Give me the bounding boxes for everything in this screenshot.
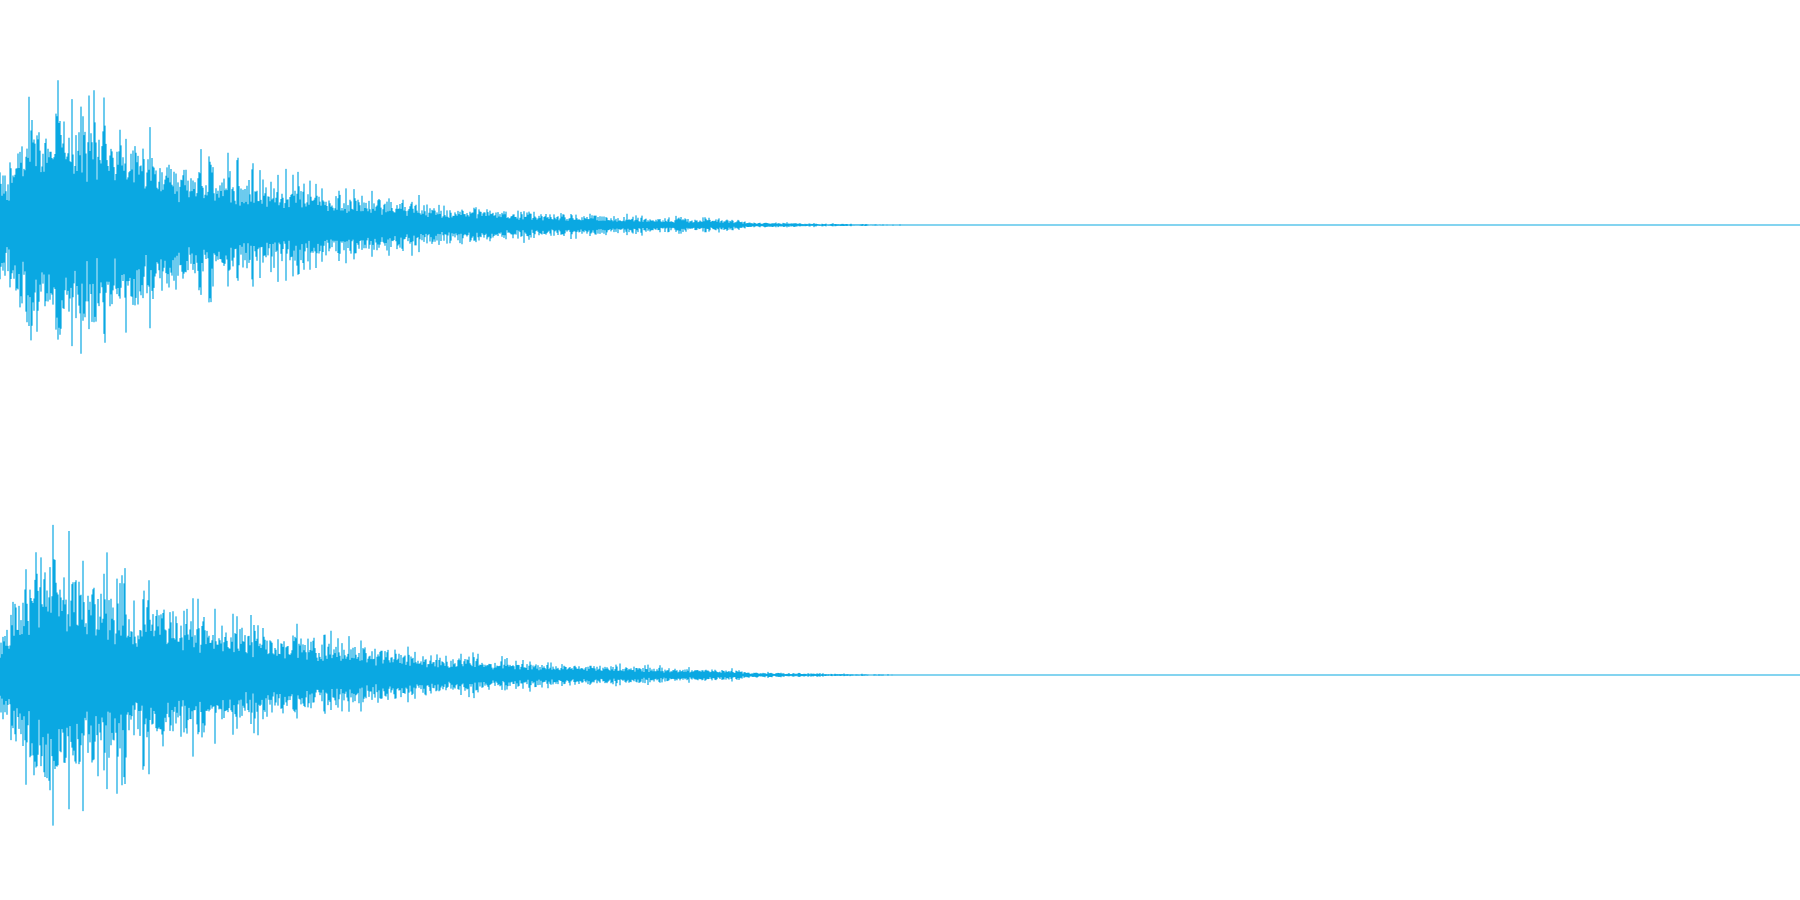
waveform-channel-1 bbox=[0, 80, 1800, 354]
waveform-channel-2 bbox=[0, 524, 1800, 826]
waveform-trace bbox=[0, 80, 979, 354]
waveform-trace bbox=[0, 524, 977, 826]
